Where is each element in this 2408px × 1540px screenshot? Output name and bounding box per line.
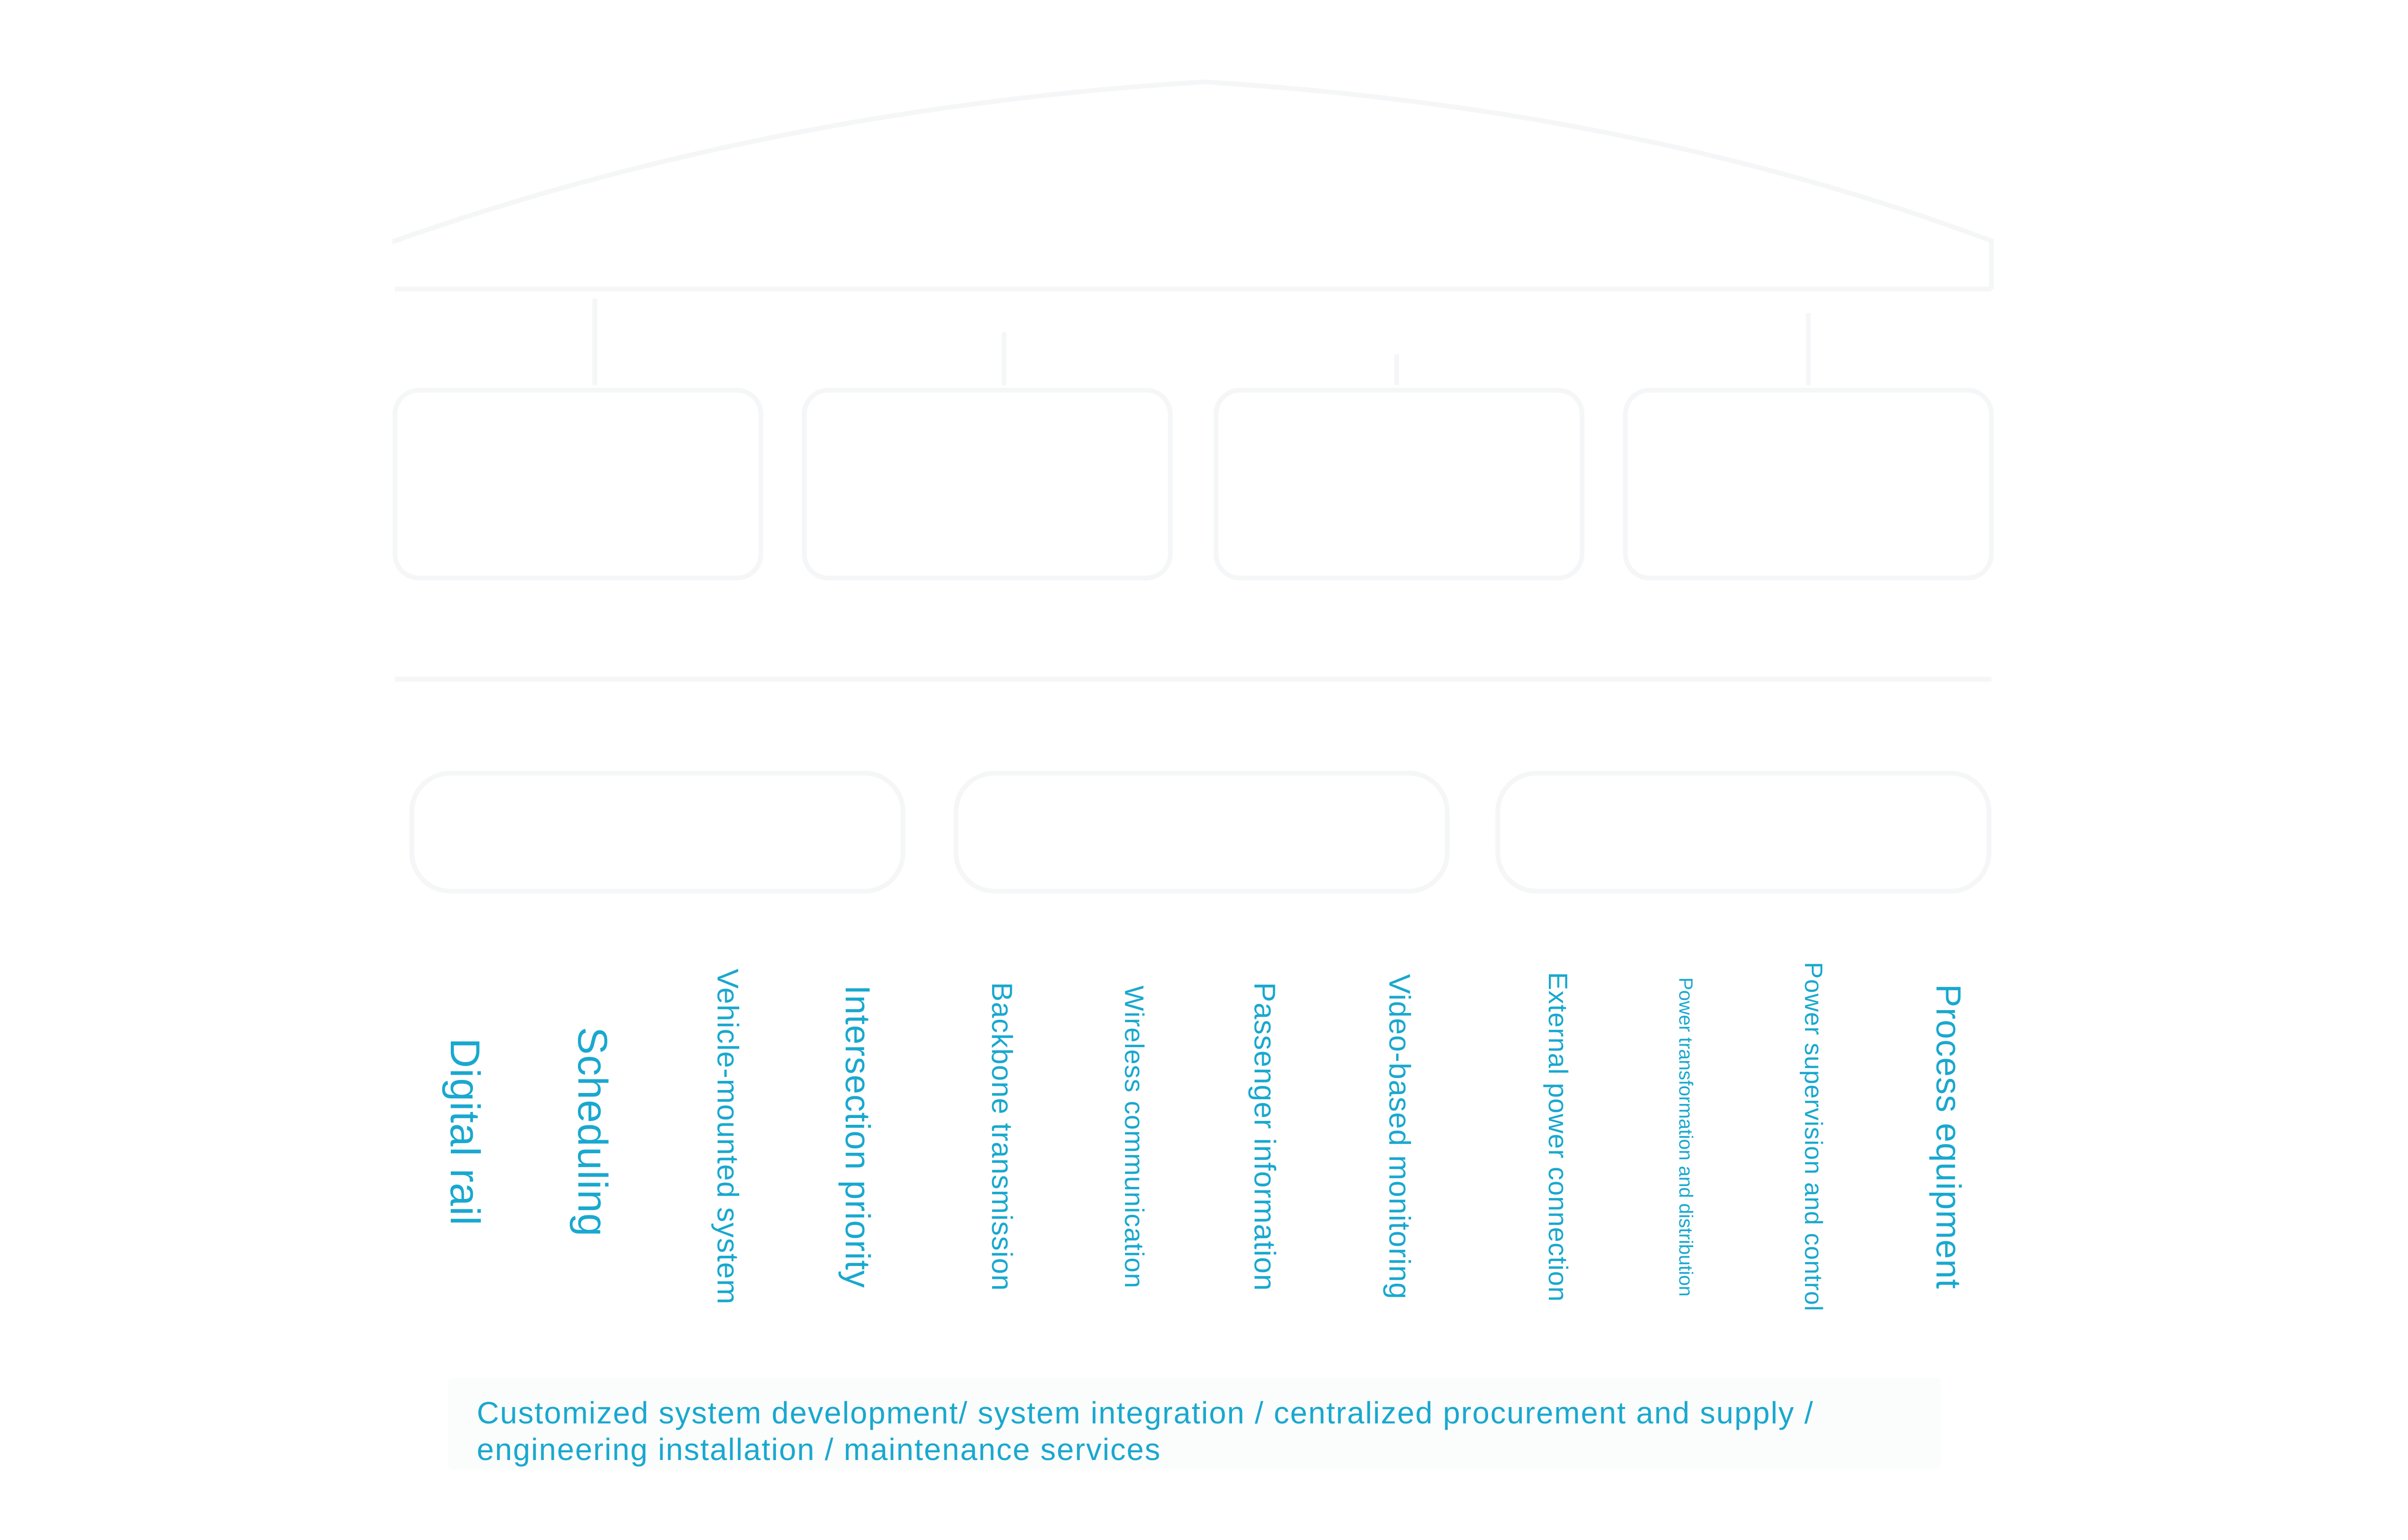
label-wireless-communication: Wireless communication bbox=[1119, 985, 1150, 1289]
group-box-1 bbox=[409, 771, 905, 894]
label-external-power-connection: External power connection bbox=[1543, 972, 1573, 1302]
label-backbone-transmission: Backbone transmission bbox=[986, 982, 1018, 1291]
services-line-1: Customized system development/ system in… bbox=[477, 1395, 1814, 1430]
services-banner bbox=[448, 1378, 1941, 1469]
label-digital-rail: Digital rail bbox=[442, 1038, 488, 1226]
label-video-based-monitoring: Video-based monitoring bbox=[1383, 974, 1416, 1300]
label-intersection-priority: Intersection priority bbox=[838, 985, 877, 1289]
label-vehicle-mounted-system: Vehicle-mounted system bbox=[711, 969, 744, 1305]
label-power-transformation-and-distribution: Power transformation and distribution bbox=[1675, 977, 1696, 1297]
group-box-2 bbox=[954, 771, 1450, 894]
label-power-supervision-and-control: Power supervision and control bbox=[1799, 962, 1827, 1312]
services-line-2: engineering installation / maintenance s… bbox=[477, 1432, 1161, 1467]
module-box-1 bbox=[393, 388, 763, 580]
roof-outline bbox=[393, 79, 1994, 289]
group-box-3 bbox=[1495, 771, 1991, 894]
label-process-equipment: Process equipment bbox=[1929, 984, 1967, 1290]
services-text: Customized system development/ system in… bbox=[477, 1395, 1941, 1468]
label-passenger-information: Passenger information bbox=[1248, 982, 1281, 1291]
label-scheduling: Scheduling bbox=[569, 1027, 615, 1237]
module-box-3 bbox=[1214, 388, 1584, 580]
module-box-4 bbox=[1623, 388, 1994, 580]
module-box-2 bbox=[802, 388, 1173, 580]
